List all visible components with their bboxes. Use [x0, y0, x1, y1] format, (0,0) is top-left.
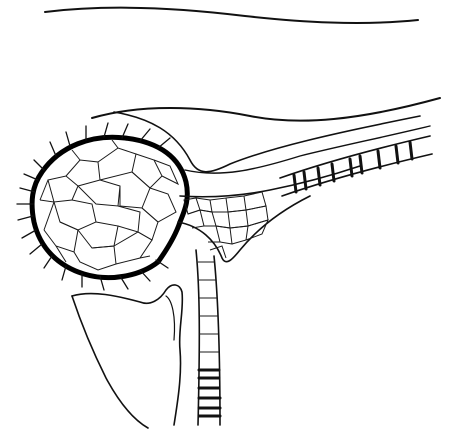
lower-lobe-outline — [72, 285, 182, 428]
upper-membrane-curve — [92, 98, 440, 121]
surface-hairs — [17, 123, 170, 290]
upper-membrane-curve — [114, 112, 420, 172]
cell-network — [40, 140, 178, 270]
upper-banded-strand — [280, 136, 432, 196]
rounded-cellular-body — [17, 123, 187, 290]
lower-banded-strand — [196, 250, 220, 425]
upper-membrane-curve — [185, 126, 430, 173]
upper-outline-line — [45, 8, 418, 23]
